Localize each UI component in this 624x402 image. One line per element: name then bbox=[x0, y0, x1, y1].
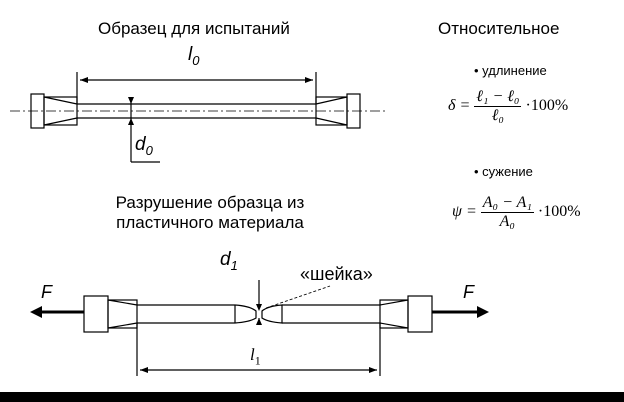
force-right-label: F bbox=[463, 282, 474, 302]
neck-leader bbox=[265, 285, 331, 309]
label-l0: l0 bbox=[188, 44, 200, 68]
left-grip-broken bbox=[83, 295, 109, 333]
label-d1: d1 bbox=[220, 249, 238, 273]
left-taper bbox=[43, 96, 78, 126]
bottom-bar bbox=[0, 392, 624, 402]
left-force-arrow bbox=[30, 306, 42, 318]
label-neck: «шейка» bbox=[300, 264, 373, 284]
right-taper bbox=[315, 96, 348, 126]
force-left-label: F bbox=[41, 282, 52, 302]
elongation-bullet: • удлинение bbox=[474, 63, 547, 78]
specimen-title: Образец для испытаний bbox=[98, 19, 290, 38]
fracture-title: Разрушение образца из пластичного матери… bbox=[115, 193, 305, 232]
left-shoulder bbox=[43, 96, 78, 126]
label-d0: d0 bbox=[135, 134, 153, 158]
formulas-heading: Относительное bbox=[438, 19, 560, 38]
right-grip-broken bbox=[407, 295, 433, 333]
fractured-specimen bbox=[30, 280, 489, 376]
test-specimen bbox=[10, 72, 385, 163]
right-grip bbox=[346, 93, 361, 129]
right-force-arrow bbox=[477, 306, 489, 318]
contraction-bullet: • сужение bbox=[474, 164, 533, 179]
label-l1: l1 bbox=[250, 345, 261, 368]
left-shoulder-broken bbox=[107, 299, 138, 329]
